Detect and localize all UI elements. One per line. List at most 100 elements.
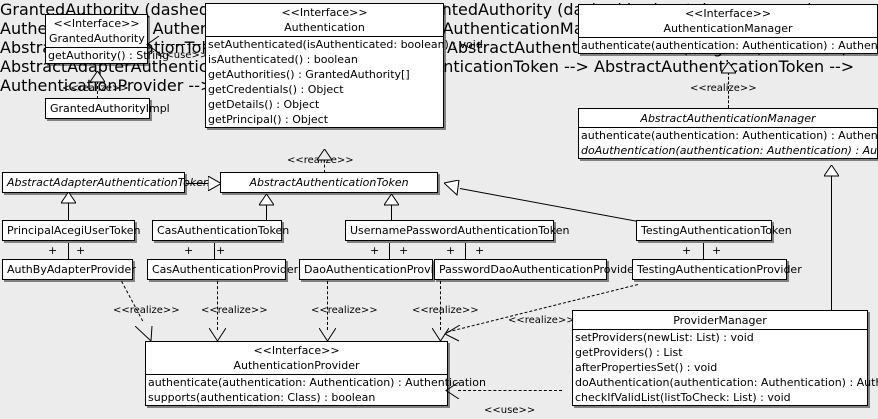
class-header-authentication-provider: <<Interface>> AuthenticationProvider [146,342,447,374]
stereotype-label: <<Interface>> [684,7,772,20]
class-box-granted-authority[interactable]: <<Interface>> GrantedAuthority getAuthor… [45,14,170,64]
class-box-auth-by-adapter-provider[interactable]: AuthByAdapterProvider [2,259,136,280]
method-row: doAuthentication(authentication: Authent… [575,376,878,389]
realize-arrowhead-abstract-authentication-manager [721,62,736,74]
class-box-password-dao-authentication-provider[interactable]: PasswordDaoAuthenticationProvider [434,259,639,280]
association-plus-marker: + [370,244,380,257]
edge-label-realize-abstract-authentication-manager: <<realize>> [690,83,757,94]
method-row: isAuthenticated() : boolean [208,53,358,66]
method-row: checkIfValidList(listToCheck: List) : vo… [575,391,791,404]
edge-label-realize-cas-provider: <<realize>> [201,305,268,316]
class-box-abstract-authentication-token[interactable]: AbstractAuthenticationToken [220,172,438,193]
class-name-label: DaoAuthenticationProvider [304,263,452,276]
class-box-dao-authentication-provider[interactable]: DaoAuthenticationProvider [299,259,452,280]
class-header-provider-manager: ProviderManager [573,311,867,329]
generalization-arrowhead-username-password-token [384,194,399,206]
class-box-cas-authentication-token[interactable]: CasAuthenticationToken [152,220,290,241]
realize-line-password-dao-authentication-provider [440,281,441,330]
class-box-granted-authority-impl[interactable]: GrantedAuthorityImpl [45,98,170,119]
method-row: getDetails() : Object [208,98,320,111]
method-row: getAuthority() : String [48,49,170,62]
class-box-abstract-adapter-authentication-token[interactable]: AbstractAdapterAuthenticationToken [2,172,210,193]
class-methods-authentication-manager: authenticate(authentication: Authenticat… [579,37,878,53]
class-box-authentication-manager[interactable]: <<Interface>> AuthenticationManager auth… [578,4,878,54]
use-line-provider-manager [458,390,562,391]
class-box-provider-manager[interactable]: ProviderManager setProviders(newList: Li… [572,310,878,406]
association-plus-marker: + [76,244,86,257]
method-row: setAuthenticated(isAuthenticated: boolea… [208,38,483,51]
method-row: authenticate(authentication: Authenticat… [148,376,486,389]
class-box-authentication[interactable]: <<Interface>> Authentication setAuthenti… [205,3,483,128]
realize-line-cas-authentication-provider [217,281,218,330]
class-name-label: AuthenticationProvider [233,359,360,372]
association-line-username-password-dao-provider [389,243,390,259]
class-header-authentication-manager: <<Interface>> AuthenticationManager [579,5,877,37]
association-plus-marker: + [399,244,409,257]
association-plus-marker: + [682,244,692,257]
association-plus-marker: + [48,244,58,257]
class-name-label: CasAuthenticationToken [157,224,290,237]
method-row: getPrincipal() : Object [208,113,329,126]
association-plus-marker: + [184,244,194,257]
realize-line-granted-authority-impl [97,81,98,99]
class-name-label: TestingAuthenticationToken [641,224,792,237]
method-row: getProviders() : List [575,346,683,359]
association-plus-marker: + [446,244,456,257]
class-name-label: PasswordDaoAuthenticationProvider [439,263,639,276]
class-box-authentication-provider[interactable]: <<Interface>> AuthenticationProvider aut… [145,341,486,406]
class-header-dao-authentication-provider: DaoAuthenticationProvider [300,260,452,279]
generalization-line-principal-acegi-token [68,203,69,220]
edge-label-realize-dao-provider: <<realize>> [311,305,378,316]
edge-label-use-provider-manager: <<use>> [484,405,536,416]
class-name-label: Authentication [284,21,365,34]
edge-label-use-granted-authority: <<use>> [157,50,209,61]
method-row: afterPropertiesSet() : void [575,361,718,374]
realize-arrowhead-cas-authentication-provider [209,328,226,342]
class-methods-granted-authority: getAuthority() : String [46,47,170,63]
realize-line-abstract-authentication-token [324,159,325,173]
class-header-granted-authority: <<Interface>> GrantedAuthority [46,15,147,47]
class-box-username-password-authentication-token[interactable]: UsernamePasswordAuthenticationToken [345,220,570,241]
method-row: authenticate(authentication: Authenticat… [581,129,878,142]
class-box-testing-authentication-token[interactable]: TestingAuthenticationToken [636,220,792,241]
class-name-label: UsernamePasswordAuthenticationToken [350,224,570,237]
realize-arrowhead-password-dao-authentication-provider [432,328,449,342]
class-box-testing-authentication-provider[interactable]: TestingAuthenticationProvider [632,259,802,280]
realize-arrowhead-testing-authentication-provider [444,325,461,342]
class-header-testing-authentication-provider: TestingAuthenticationProvider [633,260,802,279]
class-methods-authentication: setAuthenticated(isAuthenticated: boolea… [206,36,483,127]
association-plus-marker: + [216,244,226,257]
class-header-abstract-adapter-authentication-token: AbstractAdapterAuthenticationToken [3,173,210,192]
class-header-abstract-authentication-manager: AbstractAuthenticationManager [579,109,877,127]
class-name-label: ProviderManager [673,314,767,327]
class-box-cas-authentication-provider[interactable]: CasAuthenticationProvider [147,259,298,280]
use-line-authentication-granted-authority [156,44,206,45]
class-box-abstract-authentication-manager[interactable]: AbstractAuthenticationManager authentica… [578,108,878,159]
realize-line-dao-authentication-provider [327,281,328,330]
use-arrowhead-granted-authority [146,36,160,53]
class-header-testing-authentication-token: TestingAuthenticationToken [637,221,792,240]
association-line-testing-token-testing-provider [703,243,704,259]
association-plus-marker: + [475,244,485,257]
edge-label-realize-granted-authority-impl: <<realize>> [62,83,129,94]
class-header-granted-authority-impl: GrantedAuthorityImpl [46,99,170,118]
generalization-line-provider-manager [831,176,832,310]
realize-arrowhead-auth-by-adapter-provider [135,326,153,342]
generalization-line-cas-token [266,205,267,220]
generalization-arrowhead-principal-acegi-token [61,192,76,204]
method-row: doAuthentication(authentication: Authent… [581,144,878,157]
class-box-principal-acegi-user-token[interactable]: PrincipalAcegiUserToken [2,220,140,241]
class-header-cas-authentication-token: CasAuthenticationToken [153,221,290,240]
class-name-label: AbstractAdapterAuthenticationToken [7,176,210,189]
association-line-cas-token-cas-provider [214,243,215,259]
generalization-arrowhead-abstract-adapter-token [208,176,221,191]
class-name-label: AbstractAuthenticationManager [640,112,816,125]
method-row: getCredentials() : Object [208,83,344,96]
realize-arrowhead-dao-authentication-provider [319,328,336,342]
method-row: supports(authentication: Class) : boolea… [148,391,376,404]
class-header-username-password-authentication-token: UsernamePasswordAuthenticationToken [346,221,570,240]
class-name-label: GrantedAuthorityImpl [50,102,170,115]
association-line-principal-acegi-auth-by-adapter [68,243,69,259]
edge-label-realize-auth-by-adapter: <<realize>> [113,305,180,316]
